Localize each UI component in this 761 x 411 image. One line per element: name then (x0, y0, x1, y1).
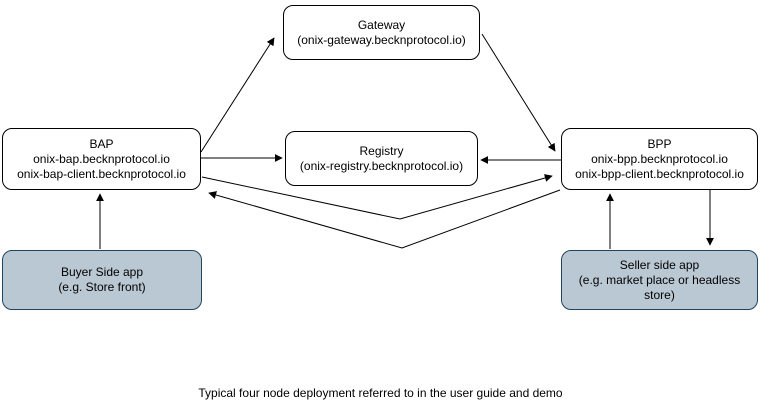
diagram-caption: Typical four node deployment referred to… (198, 386, 563, 400)
edge-gateway-to-bpp-arrow (481, 33, 556, 152)
seller-app-node-subtitle: (e.g. market place or headless store) (578, 272, 741, 302)
edge-bap-to-bpp-arrow (201, 174, 553, 220)
gateway-node-title: Gateway (357, 17, 406, 32)
bpp-node: BPP onix-bpp.becknprotocol.io onix-bpp-c… (561, 128, 758, 190)
bpp-node-url: onix-bpp.becknprotocol.io (591, 151, 728, 166)
bap-node-title: BAP (89, 136, 114, 151)
edge-bpp-to-bap-arrow (208, 189, 561, 249)
seller-app-node: Seller side app (e.g. market place or he… (561, 250, 758, 310)
gateway-node: Gateway (onix-gateway.becknprotocol.io) (283, 5, 480, 60)
buyer-app-node-subtitle: (e.g. Store front) (58, 280, 146, 294)
bpp-node-title: BPP (647, 136, 672, 151)
buyer-app-node: Buyer Side app (e.g. Store front) (2, 250, 202, 310)
bap-node-client-url: onix-bap-client.becknprotocol.io (17, 166, 186, 181)
edge-bap-to-gateway-arrow (200, 37, 275, 153)
bap-node-url: onix-bap.becknprotocol.io (33, 151, 170, 166)
registry-node-url: (onix-registry.becknprotocol.io) (299, 158, 464, 173)
registry-node-title: Registry (359, 143, 404, 158)
registry-node: Registry (onix-registry.becknprotocol.io… (285, 131, 478, 186)
bap-node: BAP onix-bap.becknprotocol.io onix-bap-c… (2, 128, 201, 190)
buyer-app-node-title: Buyer Side app (60, 265, 144, 279)
bpp-node-client-url: onix-bpp-client.becknprotocol.io (575, 166, 744, 181)
gateway-node-url: (onix-gateway.becknprotocol.io) (297, 32, 466, 47)
seller-app-node-title: Seller side app (619, 257, 700, 272)
